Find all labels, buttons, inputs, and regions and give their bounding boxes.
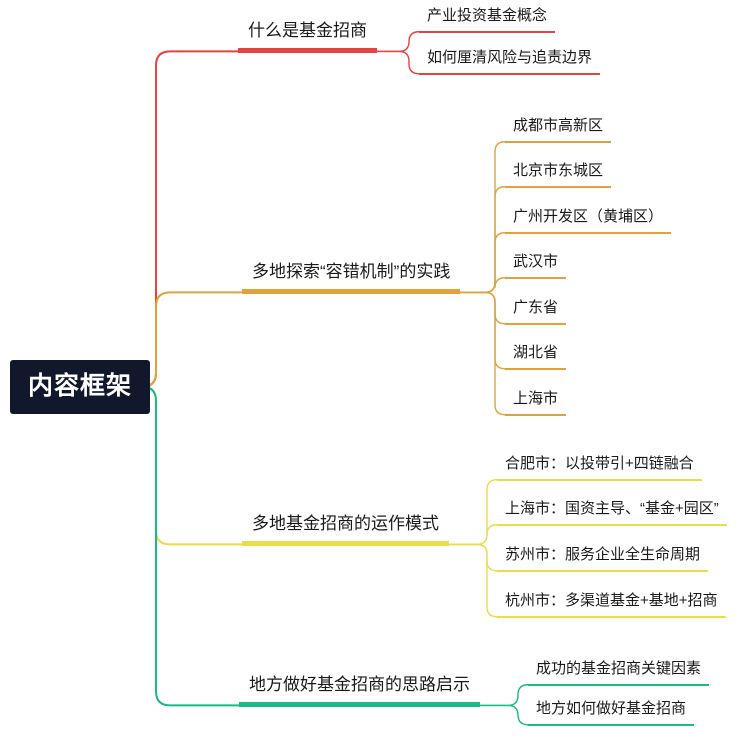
- branch-node-3[interactable]: 多地基金招商的运作模式: [242, 514, 449, 547]
- branch-node-2[interactable]: 多地探索“容错机制”的实践: [242, 262, 461, 295]
- leaf-node-2-3[interactable]: 广州开发区（黄埔区）: [505, 208, 672, 234]
- leaf-node-3-1[interactable]: 合肥市：以投带引+四链融合: [497, 455, 702, 481]
- leaf-node-4-2[interactable]: 地方如何做好基金招商: [528, 700, 695, 726]
- leaf-node-3-2[interactable]: 上海市：国资主导、“基金+园区”: [497, 500, 727, 526]
- leaf-node-2-4[interactable]: 武汉市: [505, 253, 567, 279]
- leaf-node-2-1[interactable]: 成都市高新区: [505, 117, 612, 143]
- leaf-node-1-1[interactable]: 产业投资基金概念: [419, 7, 556, 33]
- leaf-node-2-6[interactable]: 湖北省: [505, 344, 567, 370]
- leaf-node-3-3[interactable]: 苏州市：服务企业全生命周期: [497, 546, 709, 572]
- leaf-node-2-7[interactable]: 上海市: [505, 390, 567, 416]
- leaf-node-4-1[interactable]: 成功的基金招商关键因素: [528, 660, 710, 686]
- leaf-node-3-4[interactable]: 杭州市：多渠道基金+基地+招商: [497, 592, 726, 618]
- leaf-node-2-5[interactable]: 广东省: [505, 299, 567, 325]
- leaf-node-1-2[interactable]: 如何厘清风险与追责边界: [419, 49, 601, 75]
- branch-node-1[interactable]: 什么是基金招商: [238, 21, 377, 54]
- root-node[interactable]: 内容框架: [10, 360, 151, 414]
- branch-node-4[interactable]: 地方做好基金招商的思路启示: [239, 675, 480, 708]
- leaf-node-2-2[interactable]: 北京市东城区: [505, 162, 612, 188]
